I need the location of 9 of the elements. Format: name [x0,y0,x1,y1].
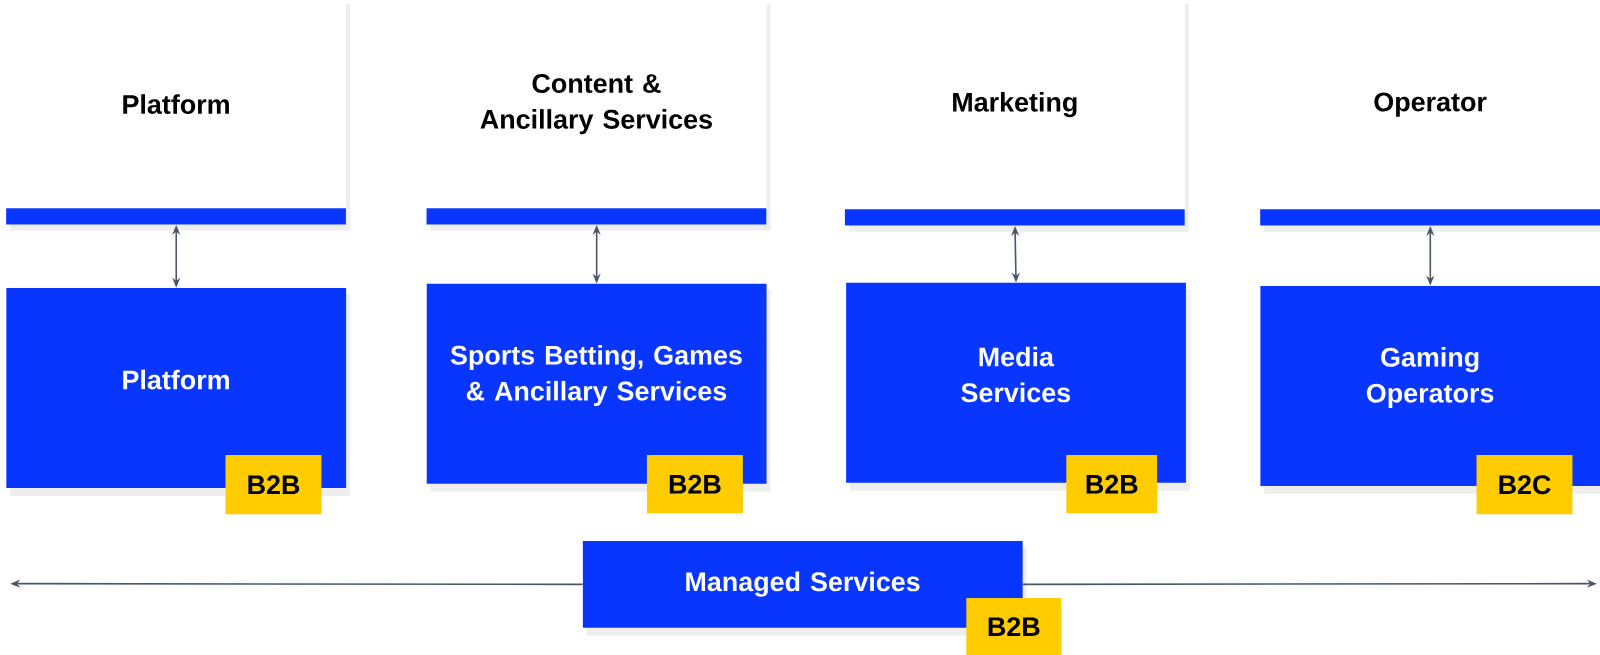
header-box: Content & Ancillary Services [426,0,771,231]
badge: B2B [1066,455,1158,514]
header-box: Operator [1260,0,1600,232]
header-box: Platform [6,0,350,231]
badge: B2C [1476,455,1573,515]
badge: B2B [966,597,1062,655]
badge: B2B [225,455,322,515]
header-box: Marketing [844,0,1189,232]
badge: B2B [646,455,743,514]
